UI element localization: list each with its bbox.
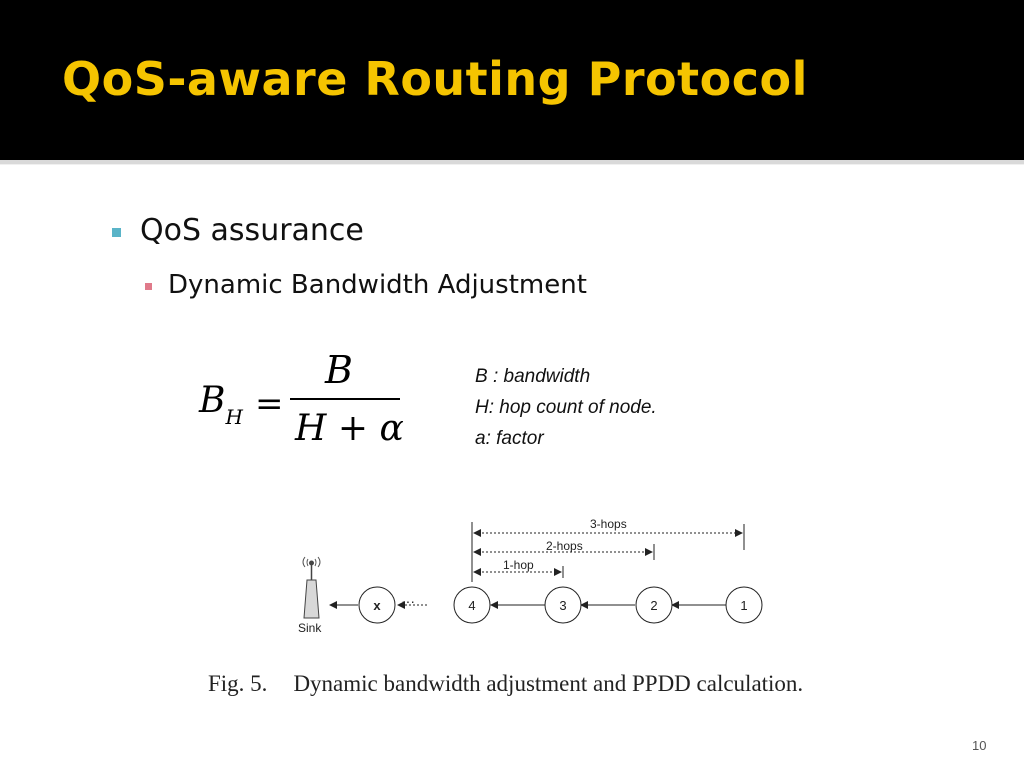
bandwidth-formula: BH = B H + α [195,340,425,460]
formula-lhs-symbol: B [199,380,226,421]
node-2-label: 2 [650,598,657,613]
formula-denominator: H + α [295,408,404,449]
node-4-label: 4 [468,598,475,613]
node-2: 2 [635,586,673,624]
node-1: 1 [725,586,763,624]
figure-caption-text: Dynamic bandwidth adjustment and PPDD ca… [293,671,804,696]
legend-line-bandwidth: B : bandwidth [475,366,591,387]
node-1-label: 1 [740,598,747,613]
formula-numerator: B [325,348,353,392]
figure-caption: Fig. 5. Dynamic bandwidth adjustment and … [208,671,803,697]
formula-legend: B : bandwidth H: hop count of node. a: f… [475,361,657,454]
slide-title: QoS-aware Routing Protocol [62,52,808,106]
formula-lhs: BH [199,380,243,429]
node-x-label: x [373,598,381,613]
figure-number: Fig. 5. [208,671,268,696]
formula-equals: = [255,384,284,424]
hop1-label: 1-hop [503,558,534,572]
legend-line-factor: a: factor [475,428,544,449]
title-divider [0,160,1024,164]
hop3-label: 3-hops [590,517,627,531]
title-bar [0,0,1024,160]
sink-antenna-icon [302,556,321,619]
node-3-label: 3 [559,598,566,613]
node-4: 4 [453,586,491,624]
hop2-label: 2-hops [546,539,583,553]
sink-label: Sink [298,621,322,635]
node-x: x [358,586,396,624]
bullet-level1: QoS assurance [140,213,364,248]
bullet-square-small-icon [145,283,152,290]
hop-diagram: 3-hops 2-hops 1-hop Sink ··· x 4 3 2 1 [298,517,763,635]
bullet-level2: Dynamic Bandwidth Adjustment [168,270,587,300]
node-3: 3 [544,586,582,624]
fraction-bar [290,398,400,400]
bullet-square-icon [112,228,121,237]
page-number: 10 [972,738,987,753]
title-divider-light [0,164,1024,165]
legend-line-hop: H: hop count of node. [475,397,657,418]
ellipsis: ··· [401,593,415,609]
formula-lhs-subscript: H [225,405,243,430]
